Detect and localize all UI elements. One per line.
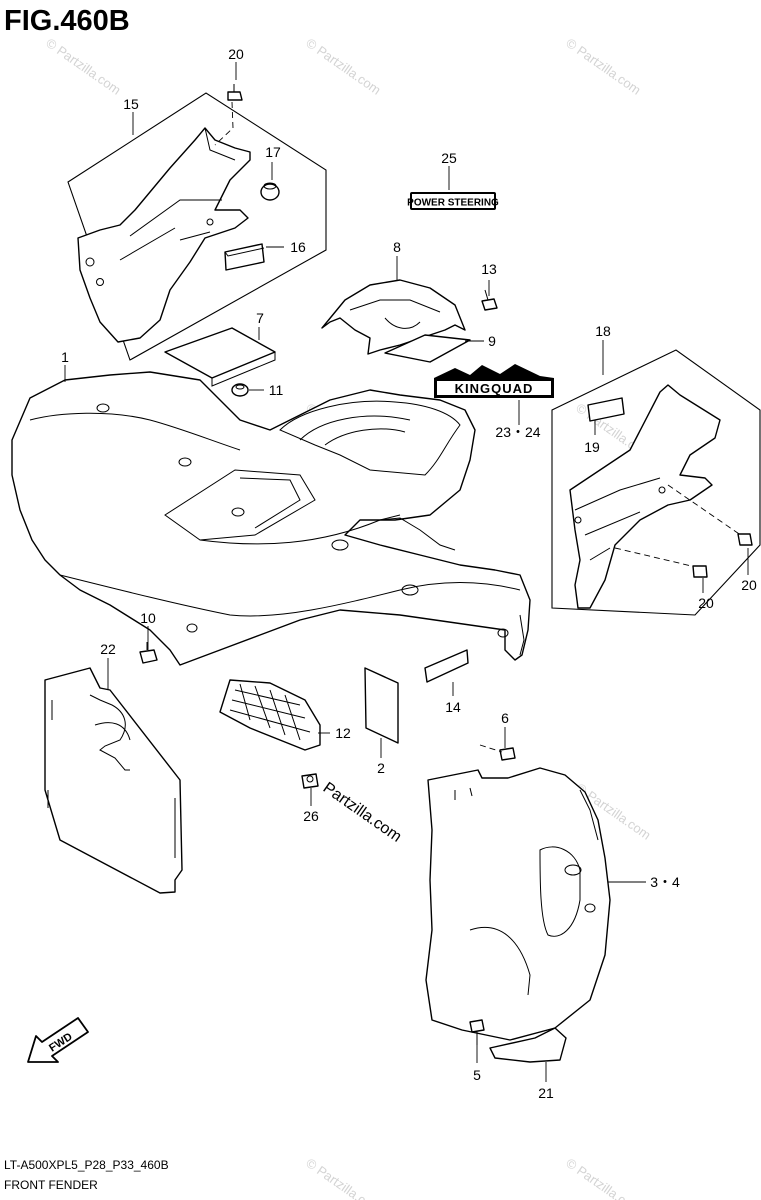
part-17-grommet	[260, 182, 280, 201]
part-6-bolt	[499, 747, 516, 761]
fwd-direction-arrow: FWD	[27, 1017, 89, 1063]
part-10-screw	[139, 642, 158, 664]
callout-20-right-a: 20	[741, 577, 757, 593]
part-20-bolt-right-a	[737, 533, 753, 546]
watermark: © Partzilla.com	[563, 35, 643, 98]
watermark: © Partzilla.com	[43, 35, 123, 98]
callout-11: 11	[269, 382, 284, 398]
callout-20-top: 20	[228, 46, 244, 62]
callout-19: 19	[584, 439, 600, 455]
callout-17: 17	[265, 144, 281, 160]
part-16-cushion	[224, 243, 265, 271]
part-9-pad	[384, 334, 471, 363]
partzilla-watermark: Partzilla.com	[320, 779, 405, 845]
callout-7: 7	[256, 310, 264, 326]
kingquad-decal-text: KINGQUAD	[455, 381, 534, 396]
figure-title: FIG.460B	[4, 5, 130, 37]
part-3-4-inner-fender	[425, 767, 611, 1041]
callout-20-right-b: 20	[698, 595, 714, 611]
part-2-pad	[364, 667, 399, 744]
callout-18: 18	[595, 323, 611, 339]
part-25-power-steering-decal: POWER STEERING	[407, 192, 499, 210]
part-18-inner-panel-right	[569, 384, 721, 609]
callout-16: 16	[290, 239, 306, 255]
part-26-clip	[301, 773, 319, 789]
part-8-center-cover	[321, 279, 466, 355]
callout-21: 21	[538, 1085, 554, 1101]
power-steering-decal-text: POWER STEERING	[407, 198, 499, 209]
callout-14: 14	[445, 699, 461, 715]
part-19-cushion	[587, 397, 625, 422]
figure-caption: FRONT FENDER	[4, 1178, 98, 1192]
watermark: © Partzilla.com	[303, 1155, 383, 1200]
part-5-bolt	[469, 1019, 485, 1045]
callout-25: 25	[441, 150, 457, 166]
part-20-bolt-top	[227, 84, 243, 101]
inset-box-18	[551, 349, 761, 616]
part-7-pad	[164, 327, 276, 387]
part-1-front-fender	[11, 371, 531, 666]
callout-2: 2	[377, 760, 385, 776]
callout-26: 26	[303, 808, 319, 824]
callout-9: 9	[488, 333, 496, 349]
callout-labels: 20 15 17 16 25 8 13 9 7 1 11 18 19 23・24…	[61, 46, 757, 1101]
callout-3-4: 3・4	[650, 874, 680, 890]
part-11-grommet	[231, 383, 249, 397]
callout-15: 15	[123, 96, 139, 112]
callout-6: 6	[501, 710, 509, 726]
part-20-bolt-right-b	[692, 565, 708, 578]
callout-8: 8	[393, 239, 401, 255]
callout-23-24: 23・24	[495, 424, 540, 440]
watermark: © Partzilla.com	[303, 35, 383, 98]
callout-10: 10	[140, 610, 156, 626]
callout-22: 22	[100, 641, 116, 657]
part-22-side-panel	[44, 667, 183, 894]
callout-13: 13	[481, 261, 497, 277]
part-13-screw	[481, 289, 498, 311]
part-23-24-kingquad-decal: KINGQUAD	[434, 364, 554, 398]
part-21-guard	[489, 1027, 567, 1063]
model-code: LT-A500XPL5_P28_P33_460B	[4, 1158, 169, 1172]
part-15-inner-panel-left	[77, 127, 251, 343]
callout-5: 5	[473, 1067, 481, 1083]
watermark: © Partzilla.com	[563, 1155, 643, 1200]
part-12-grille	[219, 679, 321, 751]
callout-12: 12	[335, 725, 351, 741]
part-14-pad	[424, 649, 469, 683]
callout-1: 1	[61, 349, 69, 365]
